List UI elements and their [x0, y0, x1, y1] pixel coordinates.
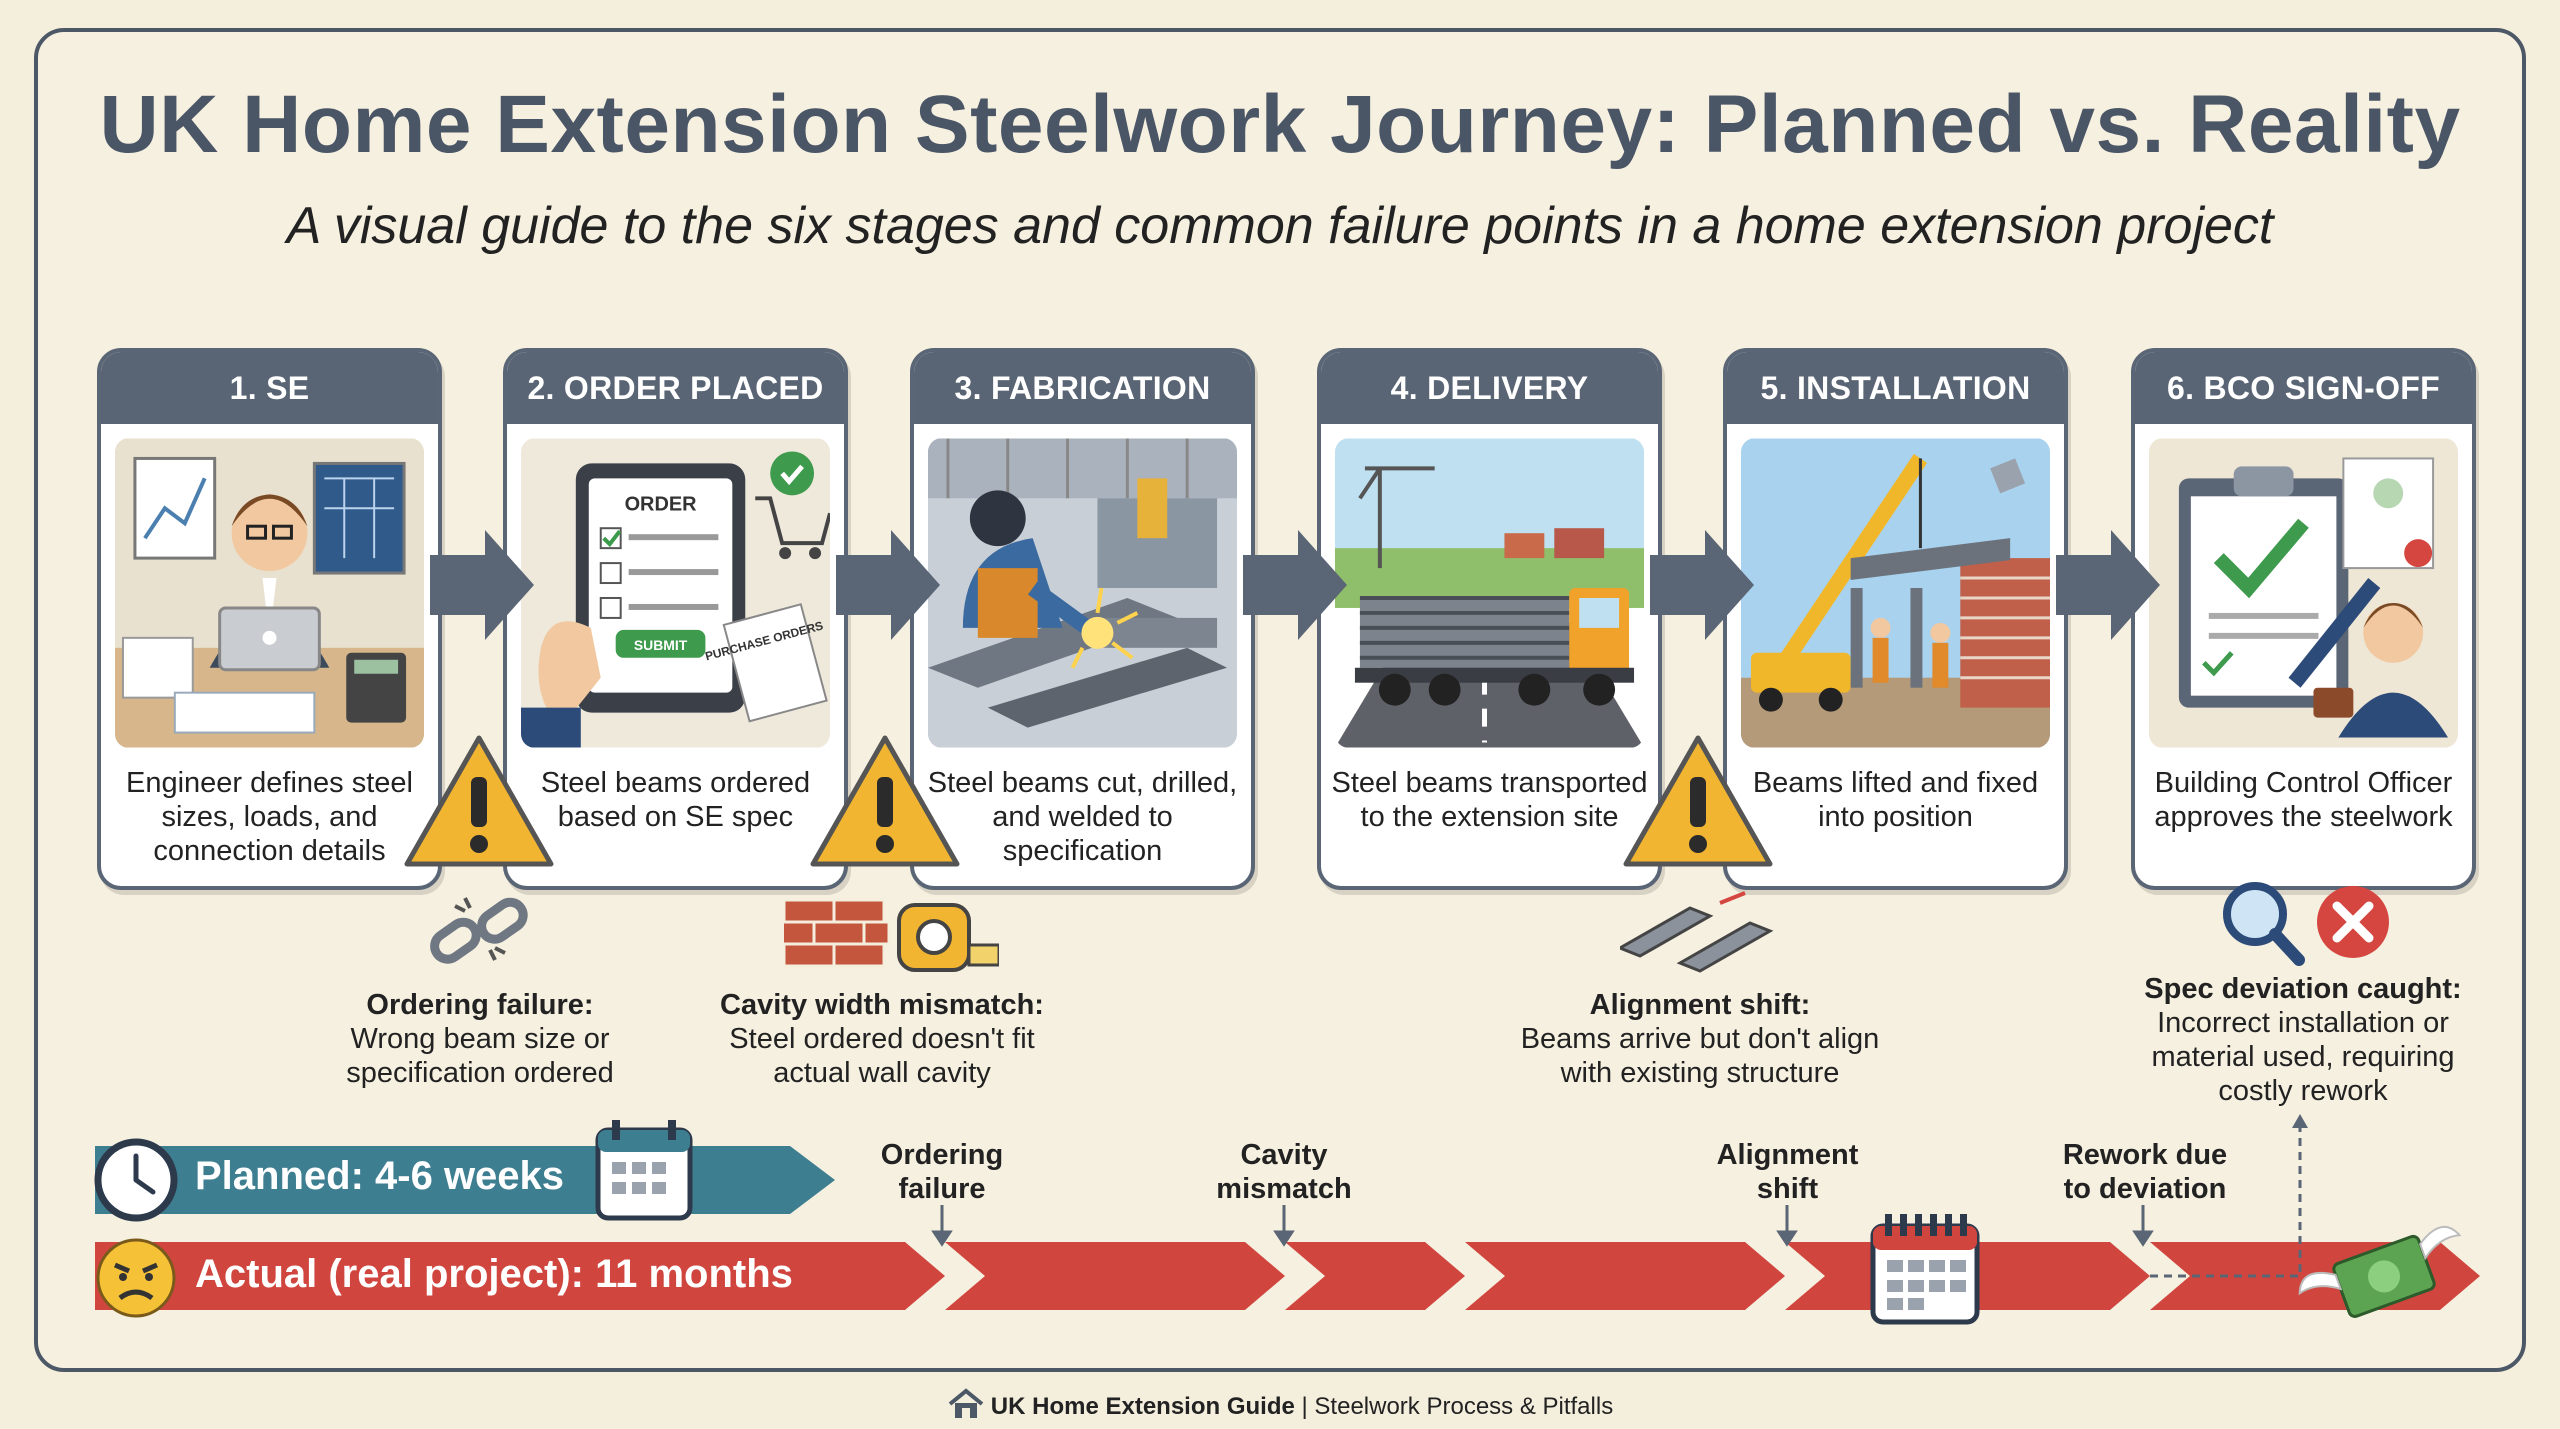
stage-arrow-3 — [1243, 530, 1347, 640]
marker-cavity-mismatch: Cavity mismatch — [1216, 1139, 1352, 1205]
clipboard-approval-icon — [2149, 438, 2458, 748]
failure-ordering: Ordering failure: Wrong beam size or spe… — [310, 988, 650, 1090]
stage-title: 3. FABRICATION — [914, 352, 1251, 424]
page-subtitle: A visual guide to the six stages and com… — [286, 197, 2274, 255]
failure-title: Cavity width mismatch: — [720, 989, 1044, 1021]
stage-card-5: 5. INSTALLATION Beams lifted and fixed i… — [1723, 348, 2068, 890]
footer-separator: | — [1301, 1393, 1308, 1420]
stage-card-3: 3. FABRICATION Steel beams cut, drilled,… — [910, 348, 1255, 890]
planned-duration-label: Planned: 4-6 weeks — [195, 1154, 565, 1198]
stage-title: 4. DELIVERY — [1321, 352, 1658, 424]
stage-card-1: 1. SE SPECIFICATION Engineer defines ste… — [97, 348, 442, 890]
stage-title: 1. SE SPECIFICATION — [101, 352, 438, 478]
footer: UK Home Extension Guide | Steelwork Proc… — [0, 1388, 2560, 1421]
failure-alignment-shift: Alignment shift: Beams arrive but don't … — [1500, 988, 1900, 1090]
stage-description: Steel beams cut, drilled, and welded to … — [927, 767, 1238, 867]
marker-alignment-shift: Alignment shift — [1716, 1139, 1859, 1205]
stage-description: Engineer defines steel sizes, loads, and… — [126, 767, 413, 867]
stage-arrow-4 — [1650, 530, 1754, 640]
failure-description: Incorrect installation or material used,… — [2151, 1007, 2455, 1107]
calendar-icon — [1870, 1214, 1980, 1325]
stage-card-2: 2. ORDER PLACED ORDER SUBMIT PURCHASE OR… — [503, 348, 848, 890]
rework-arrow — [2150, 1114, 2308, 1278]
page-title: UK Home Extension Steelwork Journey: Pla… — [99, 79, 2461, 170]
stage-card-4: 4. DELIVERY Steel beams transported to t… — [1317, 348, 1662, 890]
magnifier-reject-icon — [2223, 882, 2389, 966]
stage-arrow-1 — [430, 530, 534, 640]
house-icon — [948, 1388, 984, 1418]
footer-brand: UK Home Extension Guide — [990, 1393, 1295, 1420]
failure-title: Spec deviation caught: — [2144, 973, 2462, 1005]
bricks-tape-icon — [784, 898, 999, 972]
stage-title: 2. ORDER PLACED — [507, 352, 844, 424]
marker-ordering-failure: Ordering failure — [880, 1139, 1004, 1205]
failure-description: Wrong beam size or specification ordered — [346, 1023, 614, 1089]
stage-arrow-2 — [836, 530, 940, 640]
failure-title: Alignment shift: — [1589, 989, 1811, 1021]
flying-money-icon — [2298, 1225, 2462, 1318]
failure-description: Steel ordered doesn't fit actual wall ca… — [729, 1023, 1035, 1089]
crane-icon — [1741, 438, 2050, 748]
engineer-desk-icon — [115, 438, 424, 748]
footer-tagline: Steelwork Process & Pitfalls — [1314, 1393, 1614, 1420]
broken-chain-icon — [430, 897, 528, 964]
stage-description: Building Control Officer approves the st… — [2154, 767, 2453, 833]
actual-duration-label: Actual (real project): 11 months — [195, 1252, 793, 1296]
stage-card-6: 6. BCO SIGN-OFF Building Control Officer… — [2131, 348, 2476, 890]
failure-title: Ordering failure: — [366, 989, 594, 1021]
timeline-graphic — [94, 1114, 2480, 1325]
stage-description: Steel beams ordered based on SE spec — [540, 767, 811, 833]
clock-icon — [94, 1138, 178, 1222]
failure-description: Beams arrive but don't align with existi… — [1520, 1023, 1880, 1089]
failure-cavity-mismatch: Cavity width mismatch: Steel ordered doe… — [712, 988, 1052, 1090]
welder-icon — [928, 438, 1237, 748]
stage-arrow-5 — [2056, 530, 2160, 640]
warning-icon — [404, 735, 554, 867]
warning-icon — [810, 735, 960, 867]
stage-title: 6. BCO SIGN-OFF — [2135, 352, 2472, 424]
marker-rework-deviation: Rework due to deviation — [2062, 1139, 2228, 1205]
calendar-icon — [595, 1120, 693, 1221]
submit-text: SUBMIT — [634, 637, 688, 653]
timeline-markers — [931, 1205, 2154, 1247]
tablet-order-icon: ORDER SUBMIT PURCHASE ORDERS — [521, 438, 830, 748]
order-text: ORDER — [625, 493, 697, 515]
truck-icon — [1335, 438, 1644, 748]
stage-description: Beams lifted and fixed into position — [1752, 767, 2039, 833]
angry-face-icon — [96, 1238, 176, 1318]
stage-description: Steel beams transported to the extension… — [1331, 767, 1648, 833]
failure-spec-deviation: Spec deviation caught: Incorrect install… — [2138, 972, 2468, 1108]
stage-title: 5. INSTALLATION — [1727, 352, 2064, 424]
misaligned-beams-icon — [1620, 891, 1774, 973]
warning-icon — [1623, 735, 1773, 867]
